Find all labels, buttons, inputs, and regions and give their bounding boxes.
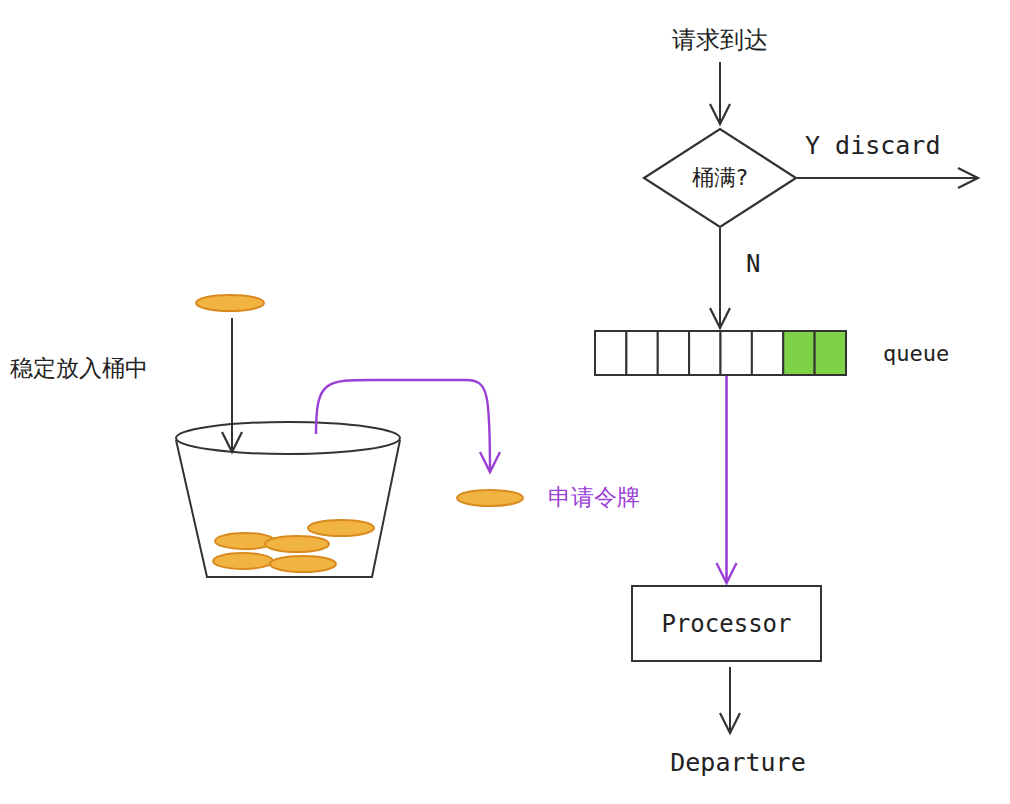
falling-token xyxy=(196,295,264,311)
bucket-rim xyxy=(176,422,400,454)
process-box: Processor xyxy=(631,585,822,662)
request-arrow xyxy=(719,62,721,124)
start-label: 请求到达 xyxy=(672,24,768,56)
queue-outline xyxy=(594,330,847,376)
queue-cell xyxy=(752,331,783,375)
queue-cell xyxy=(783,331,814,375)
queue-cell xyxy=(815,331,846,375)
box-shape xyxy=(632,586,821,661)
queue-cell xyxy=(595,331,626,375)
branch-label: Y discard xyxy=(805,131,940,160)
bucket-body xyxy=(176,440,400,577)
departure-arrow xyxy=(729,667,731,733)
token xyxy=(213,553,273,569)
bucket-tokens xyxy=(213,520,374,572)
discard-arrow xyxy=(797,177,978,179)
end-label: Departure xyxy=(670,748,805,777)
token xyxy=(265,536,329,552)
note-label: 申请令牌 xyxy=(548,482,640,513)
queue-cell xyxy=(658,331,689,375)
token xyxy=(270,556,336,572)
note-label: 稳定放入桶中 xyxy=(10,353,148,384)
flow-arrow xyxy=(719,228,721,328)
queue-cell xyxy=(626,331,657,375)
node-text: 桶满? xyxy=(692,163,748,193)
diamond-shape xyxy=(644,129,796,227)
queue-cell xyxy=(689,331,720,375)
token xyxy=(308,520,374,536)
edge-label: N xyxy=(746,250,760,278)
queue-cell xyxy=(721,331,752,375)
flow-arrow xyxy=(725,376,728,583)
node-text: Processor xyxy=(661,610,791,638)
token-drop-arrow xyxy=(231,318,233,452)
queue-box: queue xyxy=(594,330,847,376)
requested-token xyxy=(457,490,523,506)
decision-diamond: 桶满? xyxy=(643,128,797,228)
node-text: queue xyxy=(883,341,949,366)
token-request-arrow xyxy=(316,380,490,472)
